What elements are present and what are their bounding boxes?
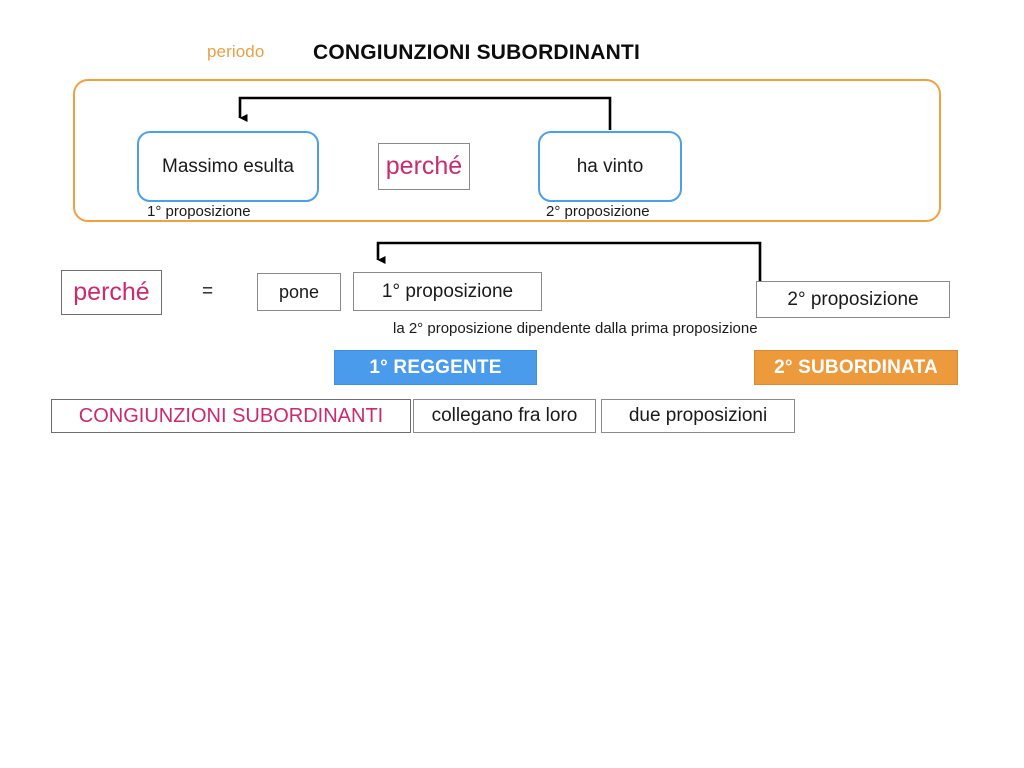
rule-subject-box[interactable]: CONGIUNZIONI SUBORDINANTI <box>51 399 411 433</box>
proposition-1-box[interactable]: Massimo esulta <box>137 131 319 202</box>
equals-sign: = <box>202 281 214 302</box>
conjunction-perche-box[interactable]: perché <box>378 143 470 190</box>
definition-conjunction-box[interactable]: perché <box>61 270 162 315</box>
rule-object-box[interactable]: due proposizioni <box>601 399 795 433</box>
definition-conjunction-text: perché <box>73 278 150 306</box>
rule-object-text: due proposizioni <box>628 405 768 426</box>
proposition-2-caption: 2° proposizione <box>546 203 650 220</box>
badge-subordinata[interactable]: 2° SUBORDINATA <box>754 350 958 385</box>
page-title: CONGIUNZIONI SUBORDINANTI <box>313 41 640 64</box>
definition-verb-text: pone <box>278 281 320 302</box>
proposition-1-caption: 1° proposizione <box>147 203 251 220</box>
definition-verb-box[interactable]: pone <box>257 273 341 311</box>
definition-first-proposition-box[interactable]: 1° proposizione <box>353 272 542 311</box>
period-container <box>73 79 941 222</box>
rule-predicate-box[interactable]: collegano fra loro <box>413 399 596 433</box>
definition-second-proposition-text: 2° proposizione <box>787 288 919 310</box>
badge-subordinata-label: 2° SUBORDINATA <box>774 356 938 378</box>
rule-subject-text: CONGIUNZIONI SUBORDINANTI <box>78 404 384 427</box>
proposition-2-text: ha vinto <box>576 155 644 177</box>
badge-reggente-label: 1° REGGENTE <box>369 356 502 378</box>
definition-second-proposition-box[interactable]: 2° proposizione <box>756 281 950 318</box>
periodo-label: periodo <box>207 42 265 61</box>
proposition-1-text: Massimo esulta <box>162 155 294 177</box>
definition-first-proposition-text: 1° proposizione <box>381 280 514 302</box>
proposition-2-box[interactable]: ha vinto <box>538 131 682 202</box>
conjunction-perche-text: perché <box>385 152 463 180</box>
rule-predicate-text: collegano fra loro <box>431 405 578 426</box>
dependency-caption: la 2° proposizione dipendente dalla prim… <box>393 320 758 337</box>
badge-reggente[interactable]: 1° REGGENTE <box>334 350 537 385</box>
